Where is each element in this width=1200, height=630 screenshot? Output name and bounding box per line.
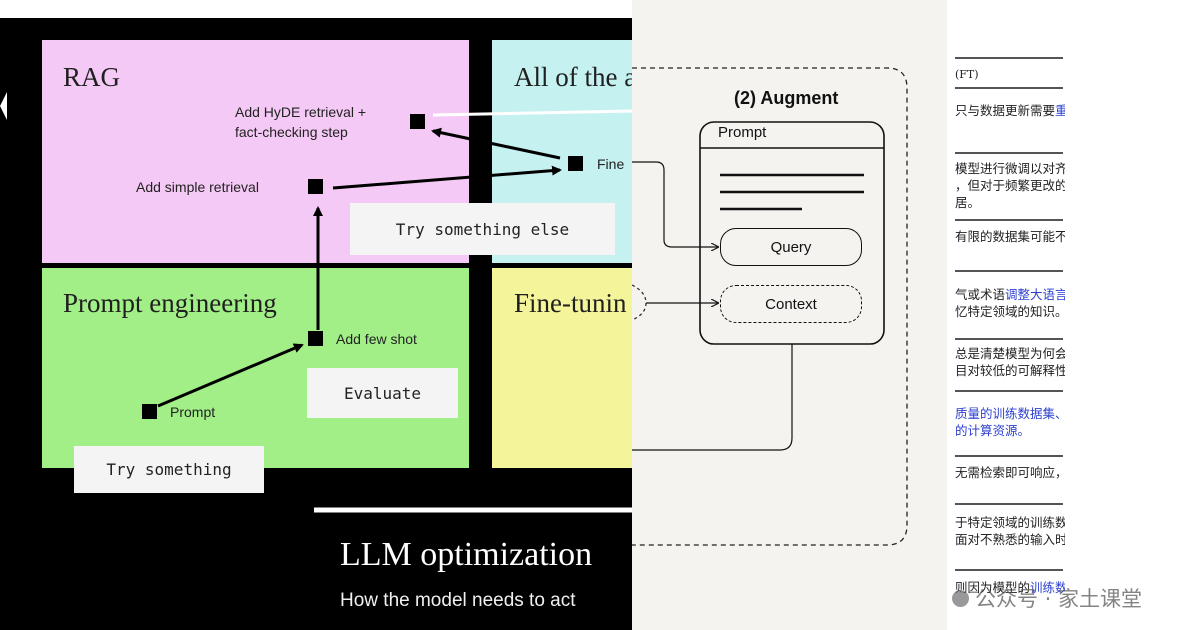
context-dashed-input xyxy=(632,284,647,321)
quadrant-fine-tuning: Fine-tunin xyxy=(492,268,632,468)
table-row-rule xyxy=(955,152,1063,154)
table-row-rule xyxy=(955,455,1063,457)
label-few-shot: Add few shot xyxy=(336,331,417,347)
augment-dashed-boundary xyxy=(632,67,908,546)
table-row-text: 质量的训练数据集、定 xyxy=(955,406,1065,421)
table-row-text: ，但对于频繁更改的数 xyxy=(955,178,1065,193)
table-row-text: 总是清楚模型为何会做 xyxy=(955,346,1065,361)
watermark-text: 公众号 · 家土课堂 xyxy=(975,587,1143,611)
axis-subtitle: How the model needs to act xyxy=(340,590,576,611)
table-row-text: 模型进行微调以对齐预 xyxy=(955,161,1065,176)
augment-title: (2) Augment xyxy=(734,88,839,108)
vertical-axis-arrowhead xyxy=(0,92,7,120)
comparison-table-fragment: (FT) 只与数据更新需要重新 模型进行微调以对齐预 ，但对于频繁更改的数 居。… xyxy=(947,0,1200,630)
node-simple-retrieval xyxy=(308,179,323,194)
table-row-text: 居。 xyxy=(955,195,981,210)
quadrant-rag: RAG xyxy=(42,40,469,263)
arrow-simple-retrieval-to-fine xyxy=(332,165,562,190)
prompt-output-connector xyxy=(632,344,793,451)
table-row-text: 气或术语调整大语言模 xyxy=(955,287,1065,302)
table-row-rule xyxy=(955,219,1063,221)
node-few-shot xyxy=(308,331,323,346)
table-row-text: 于特定领域的训练数 xyxy=(955,515,1065,530)
table-row-text: 目对较低的可解释性。 xyxy=(955,363,1065,378)
query-pill: Query xyxy=(720,228,862,266)
callout-evaluate: Evaluate xyxy=(307,368,458,418)
table-row-rule xyxy=(955,503,1063,505)
table-row-rule xyxy=(955,390,1063,392)
wechat-icon xyxy=(952,589,969,607)
arrow-fine-to-hyde xyxy=(431,127,561,160)
node-prompt xyxy=(142,404,157,419)
node-fine-tuning xyxy=(568,156,583,171)
table-row-text: 只与数据更新需要重新 xyxy=(955,103,1065,118)
table-row-text: 面对不熟悉的输入时， xyxy=(955,532,1065,547)
table-top-rule xyxy=(955,57,1063,59)
watermark: 公众号 · 家土课堂 xyxy=(952,583,1192,613)
table-header-rule xyxy=(955,87,1063,89)
axis-title: LLM optimization xyxy=(340,536,593,573)
label-fine: Fine xyxy=(597,156,625,172)
label-hyde-line2: fact-checking step xyxy=(235,124,348,140)
augment-diagram: (2) Augment Prompt Query Context xyxy=(632,0,947,630)
llm-optimization-slide: RAG All of the a Prompt engineering Fine… xyxy=(0,18,632,630)
table-row-text: 无需检索即可响应，延 xyxy=(955,465,1065,480)
quadrant-title-prompt-engineering: Prompt engineering xyxy=(63,288,277,318)
arrow-hyde-to-all xyxy=(432,109,632,117)
quadrant-title-fine-tuning: Fine-tunin xyxy=(514,288,627,318)
callout-try-something: Try something xyxy=(74,446,264,493)
table-row-text: 则因为模型的训练数据 xyxy=(955,580,1065,595)
augment-diagram-lines xyxy=(632,67,908,546)
table-header-ft: (FT) xyxy=(955,68,979,81)
label-prompt: Prompt xyxy=(170,404,216,420)
optimization-path-arrows xyxy=(0,92,632,513)
table-row-text: 有限的数据集可能不 xyxy=(955,229,1065,244)
prompt-box-label: Prompt xyxy=(718,124,767,141)
table-row-rule xyxy=(955,569,1063,571)
label-simple-retrieval: Add simple retrieval xyxy=(136,179,259,195)
table-row-text: 的计算资源。 xyxy=(955,423,1031,438)
quadrant-title-all-of-the-above: All of the a xyxy=(514,62,632,92)
arrow-prompt-to-few-shot xyxy=(157,343,304,408)
table-row-rule xyxy=(955,270,1063,272)
table-row-rule xyxy=(955,338,1063,340)
slide-canvas: RAG All of the a Prompt engineering Fine… xyxy=(0,18,632,630)
node-hyde-retrieval xyxy=(410,114,425,129)
context-pill: Context xyxy=(720,285,862,323)
query-connector xyxy=(632,161,718,247)
callout-try-something-else: Try something else xyxy=(350,203,615,255)
label-hyde-line1: Add HyDE retrieval + xyxy=(235,104,367,120)
quadrant-title-rag: RAG xyxy=(63,62,121,92)
table-row-text: 忆特定领域的知识。 xyxy=(955,304,1065,319)
